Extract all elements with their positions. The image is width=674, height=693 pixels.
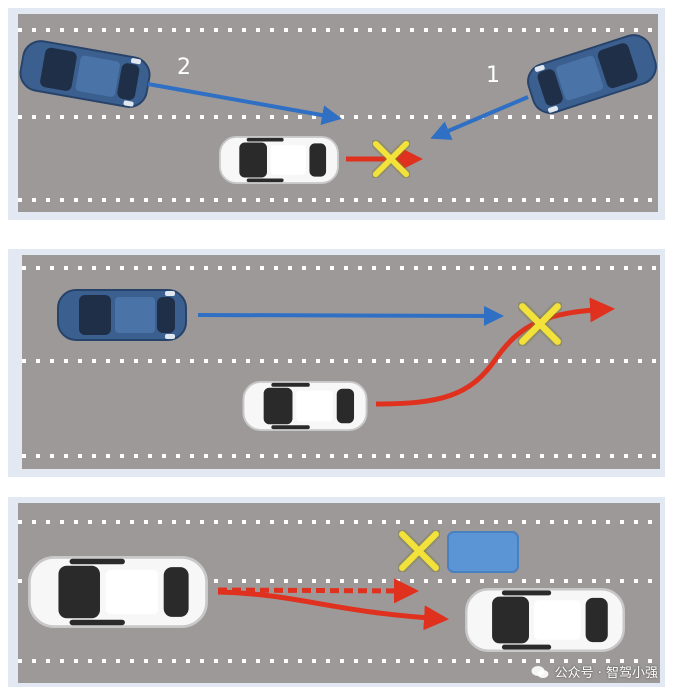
- panel-2-ego-lane-change: [8, 249, 665, 477]
- white-ego-car: [27, 556, 209, 628]
- panel-1-road: [18, 14, 658, 212]
- red-lane-change-path: [375, 297, 615, 407]
- obstacle-block: [447, 531, 519, 573]
- white-ego-car: [218, 136, 340, 184]
- blue-arrow-car-1: [430, 95, 529, 140]
- red-dashed-arrow-planned: [217, 578, 419, 604]
- panel-1-cut-in-from-both-sides: 2 1: [8, 8, 665, 220]
- wechat-icon: [531, 665, 549, 678]
- watermark: 公众号 · 智驾小强: [531, 662, 658, 681]
- panel-2-road: [22, 255, 660, 469]
- blue-arrow-car-2: [147, 82, 342, 126]
- car-label-1: 1: [486, 63, 500, 88]
- white-ego-car: [242, 381, 368, 431]
- car-label-2: 2: [177, 55, 191, 80]
- white-car-ahead: [464, 588, 626, 652]
- panel-3-obstacle-avoidance: [8, 497, 665, 687]
- red-arrow-actual: [217, 589, 449, 631]
- blue-car-straight: [56, 289, 188, 341]
- watermark-text: 公众号 · 智驾小强: [554, 666, 658, 681]
- blue-arrow-straight: [197, 305, 504, 326]
